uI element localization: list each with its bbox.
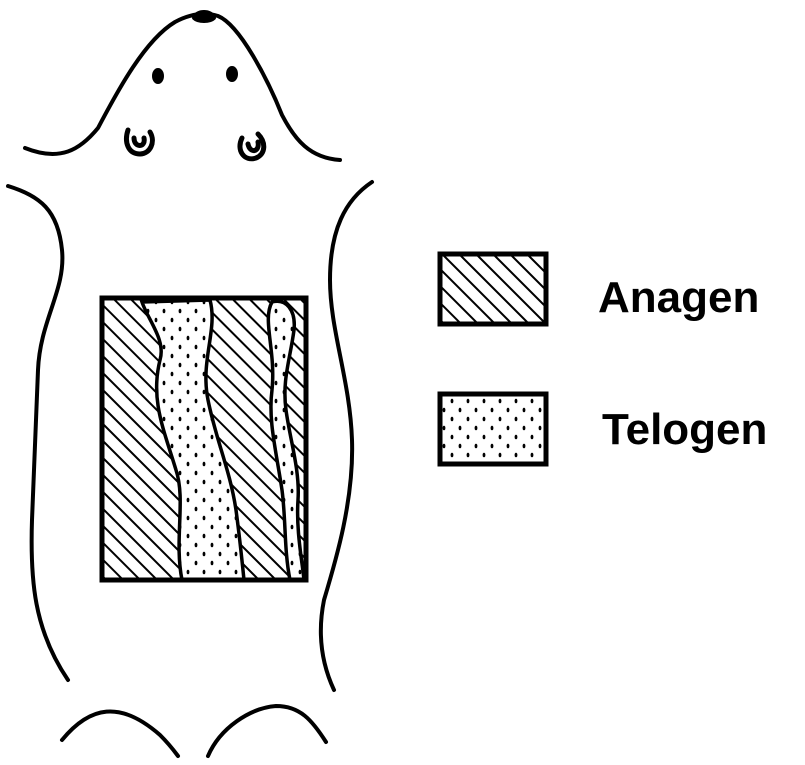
mouse-body-left-outline [8, 186, 68, 680]
mouse-left-ear [127, 130, 153, 154]
mouse-right-ear [240, 134, 264, 159]
legend [440, 254, 546, 464]
mouse-body-right-outline [321, 182, 372, 690]
legend-label-anagen: Anagen [598, 276, 759, 320]
mouse-nose [194, 12, 214, 21]
legend-swatch-anagen [440, 254, 546, 324]
legend-swatch-telogen [440, 394, 546, 464]
legend-label-telogen: Telogen [602, 408, 767, 452]
mouse-left-hind-leg [62, 711, 178, 756]
shaved-skin-patch [102, 298, 306, 580]
mouse-right-eye [228, 68, 236, 80]
mouse-head-outline [25, 14, 340, 160]
mouse-right-hind-leg [208, 706, 326, 756]
mouse-left-eye [154, 70, 162, 82]
